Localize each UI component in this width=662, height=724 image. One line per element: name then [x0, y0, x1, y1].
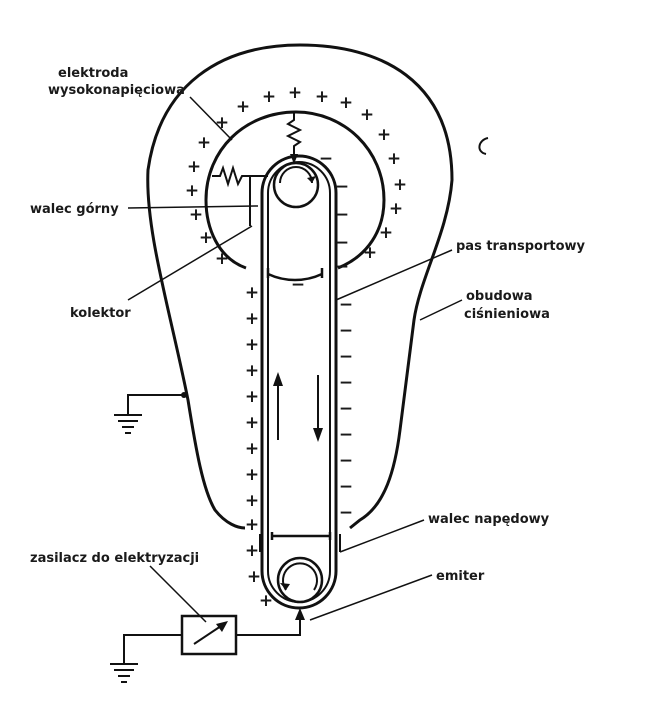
svg-text:+: + — [379, 223, 393, 243]
ground-symbol-housing — [114, 414, 142, 434]
svg-text:+: + — [247, 567, 261, 587]
belt-outer — [260, 154, 338, 610]
svg-text:−: − — [339, 347, 353, 367]
svg-text:−: − — [339, 295, 353, 315]
svg-text:+: + — [245, 439, 259, 459]
svg-text:+: + — [377, 125, 391, 145]
svg-text:+: + — [315, 87, 329, 107]
dome-minus-charges: − − − − − − — [291, 149, 349, 295]
svg-text:+: + — [245, 309, 259, 329]
label-hv-electrode-2: wysokonapięciowa — [48, 83, 185, 98]
ground-symbol-bottom — [110, 663, 138, 683]
label-housing-2: ciśnieniowa — [464, 307, 550, 322]
label-upper-roller: walec górny — [30, 202, 119, 217]
svg-text:+: + — [215, 113, 229, 133]
dome-plus-charges: + + + + + + + + + + + + + + + + + + + — [185, 83, 407, 269]
label-drive-roller: walec napędowy — [428, 512, 550, 527]
svg-text:+: + — [259, 591, 273, 611]
svg-text:+: + — [245, 515, 259, 535]
svg-text:+: + — [339, 93, 353, 113]
svg-text:+: + — [245, 335, 259, 355]
svg-text:+: + — [245, 491, 259, 511]
svg-text:−: − — [339, 451, 353, 471]
svg-text:+: + — [245, 541, 259, 561]
svg-text:−: − — [339, 373, 353, 393]
svg-text:−: − — [339, 503, 353, 523]
emitter-wire — [236, 616, 301, 636]
svg-text:−: − — [335, 205, 349, 225]
svg-text:+: + — [215, 249, 229, 269]
svg-text:+: + — [387, 149, 401, 169]
svg-text:+: + — [393, 175, 407, 195]
belt-plus-charges: + + + + + + + + + + + + + — [245, 283, 273, 611]
svg-text:+: + — [245, 283, 259, 303]
label-housing-1: obudowa — [466, 289, 533, 304]
svg-text:−: − — [335, 257, 349, 277]
svg-text:+: + — [199, 228, 213, 248]
svg-text:−: − — [339, 425, 353, 445]
svg-text:+: + — [288, 83, 302, 103]
svg-text:+: + — [245, 413, 259, 433]
svg-text:+: + — [389, 199, 403, 219]
svg-text:−: − — [319, 149, 333, 169]
label-emitter: emiter — [436, 569, 485, 584]
label-hv-electrode-1: elektroda — [58, 66, 128, 81]
svg-text:+: + — [197, 133, 211, 153]
svg-text:+: + — [262, 87, 276, 107]
svg-text:+: + — [245, 387, 259, 407]
drive-roller — [276, 556, 324, 604]
label-belt: pas transportowy — [456, 239, 586, 254]
upper-roller — [272, 161, 320, 209]
svg-text:+: + — [236, 97, 250, 117]
svg-text:−: − — [291, 275, 305, 295]
svg-text:−: − — [339, 399, 353, 419]
svg-text:+: + — [189, 205, 203, 225]
label-power-supply: zasilacz do elektryzacji — [30, 551, 199, 566]
svg-text:+: + — [245, 361, 259, 381]
svg-text:+: + — [187, 157, 201, 177]
svg-text:+: + — [185, 181, 199, 201]
svg-text:−: − — [335, 233, 349, 253]
collector-wire — [212, 164, 268, 188]
label-collector: kolektor — [70, 306, 131, 321]
svg-text:+: + — [363, 243, 377, 263]
upper-brush-wire — [285, 112, 303, 156]
pressure-housing — [146, 43, 454, 530]
svg-text:+: + — [360, 105, 374, 125]
hv-electrode-dome — [204, 110, 386, 270]
svg-text:−: − — [339, 477, 353, 497]
svg-text:−: − — [335, 177, 349, 197]
svg-text:−: − — [339, 321, 353, 341]
svg-text:+: + — [245, 465, 259, 485]
belt-minus-charges: − − − − − − − − − — [339, 295, 353, 523]
